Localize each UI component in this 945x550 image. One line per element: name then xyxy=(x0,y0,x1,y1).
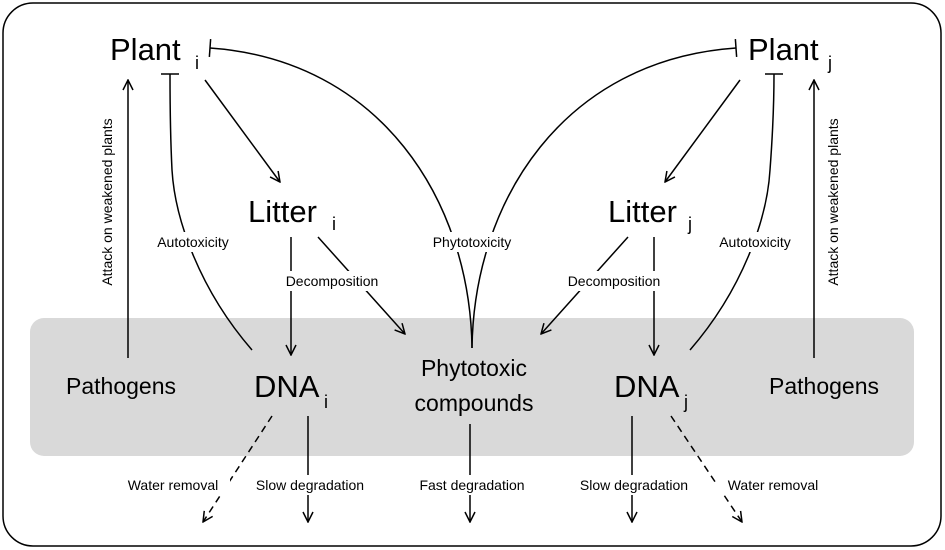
dna-j-node: DNA j xyxy=(614,369,688,412)
autotoxicity-inhibition-right xyxy=(689,73,784,351)
plant-j-label: Plant xyxy=(748,32,819,67)
plant-to-litter-arrow-right xyxy=(665,79,741,182)
plant-to-litter-arrow-left xyxy=(204,79,280,182)
plant-i-subscript: i xyxy=(195,53,199,73)
autotoxicity-inhibition-left xyxy=(160,73,253,351)
phytotoxicity-inhibition-right xyxy=(471,38,738,349)
phytotoxic-compounds-node: Phytotoxic compounds xyxy=(415,355,534,416)
phytotoxicity-label: Phytotoxicity xyxy=(433,234,512,250)
fast-degradation-label: Fast degradation xyxy=(419,477,524,493)
litter-i-subscript: i xyxy=(332,214,336,234)
litter-j-subscript: j xyxy=(687,214,692,234)
soil-band xyxy=(30,318,914,456)
plant-i-label: Plant xyxy=(110,32,181,67)
litter-i-label: Litter xyxy=(248,194,317,229)
slow-degradation-label-left: Slow degradation xyxy=(256,477,364,493)
litter-j-label: Litter xyxy=(608,194,677,229)
water-removal-label-left: Water removal xyxy=(128,477,219,493)
plant-j-subscript: j xyxy=(827,53,832,73)
litter-j-node: Litter j xyxy=(608,194,692,234)
attack-label-right: Attack on weakened plants xyxy=(825,118,841,285)
attack-label-left: Attack on weakened plants xyxy=(99,118,115,285)
autotoxicity-label-right: Autotoxicity xyxy=(719,234,791,250)
dna-i-subscript: i xyxy=(324,392,328,412)
decomposition-label-right: Decomposition xyxy=(568,273,661,289)
dna-j-label: DNA xyxy=(614,369,680,404)
plant-i-node: Plant i xyxy=(110,32,199,73)
water-removal-arrow-right xyxy=(670,415,742,522)
pathogens-left-label: Pathogens xyxy=(66,373,176,399)
dna-i-node: DNA i xyxy=(254,369,328,412)
water-removal-arrow-left xyxy=(203,415,273,522)
decomposition-label-left: Decomposition xyxy=(286,273,379,289)
phytotoxic-line1: Phytotoxic xyxy=(421,355,527,381)
phytotoxicity-inhibition-left xyxy=(208,38,473,349)
dna-j-subscript: j xyxy=(683,392,688,412)
litter-i-node: Litter i xyxy=(248,194,336,234)
pathogens-right-label: Pathogens xyxy=(769,373,879,399)
autotoxicity-label-left: Autotoxicity xyxy=(157,234,229,250)
plant-j-node: Plant j xyxy=(748,32,832,73)
water-removal-label-right: Water removal xyxy=(728,477,819,493)
slow-degradation-label-right: Slow degradation xyxy=(580,477,688,493)
phytotoxic-line2: compounds xyxy=(415,390,534,416)
dna-i-label: DNA xyxy=(254,369,320,404)
